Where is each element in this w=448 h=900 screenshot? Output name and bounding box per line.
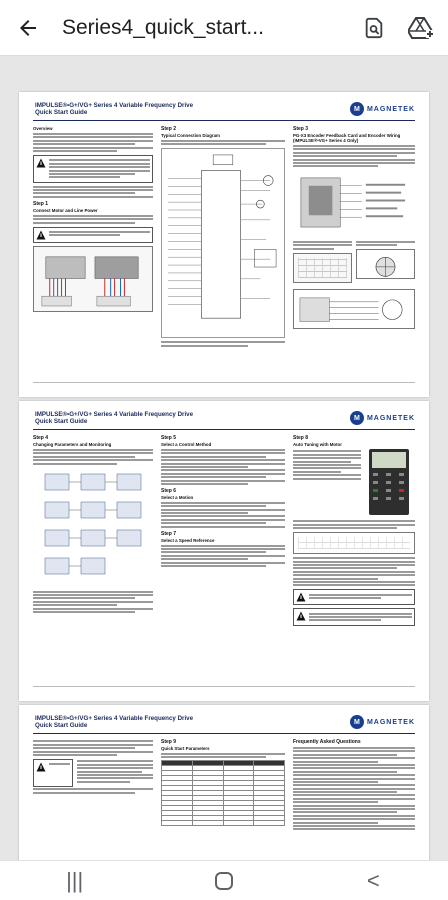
keypad-lcd: [372, 452, 406, 468]
step-title: Quick Start Parameters: [161, 746, 210, 751]
column-1: [33, 739, 153, 795]
step-title: Select a Motion: [161, 494, 194, 500]
warning-icon: [36, 762, 46, 772]
warning-box: [33, 226, 153, 243]
warning-icon: [296, 611, 306, 621]
pdf-page-1[interactable]: IMPULSE®•G+/VG+ Series 4 Variable Freque…: [19, 92, 429, 397]
step-label: Step 7: [161, 530, 177, 537]
typical-connection-diagram: [167, 155, 277, 319]
system-back-button[interactable]: <: [343, 861, 403, 900]
column-1: Step 4 Changing Parameters and Monitorin…: [33, 435, 153, 614]
header-rule: [33, 429, 415, 430]
encoder-connection-icon: [375, 257, 396, 277]
warning-icon: [36, 158, 46, 168]
step-label: Step 5: [161, 435, 177, 441]
keypad-menu-figure: [33, 467, 153, 588]
step-title: Select a Control Method: [161, 442, 212, 447]
section-heading: Overview: [33, 126, 53, 131]
home-button[interactable]: [194, 861, 254, 900]
warning-box: [33, 154, 153, 183]
magnetek-logo-icon: M: [349, 102, 364, 116]
step-label: Step 4: [33, 435, 49, 441]
step-title: Typical Connection Diagram: [161, 133, 220, 138]
step-label: Step 1: [33, 200, 49, 207]
add-to-drive-icon: [408, 16, 434, 39]
recents-icon: |||: [66, 867, 84, 893]
footer-rule: [33, 382, 415, 383]
step-label: Step 3: [293, 126, 309, 132]
document-title: Series4_quick_start...: [62, 15, 264, 39]
column-1: Overview Step 1 Connect Motor and Line P…: [33, 126, 153, 315]
step-label: Step 2: [161, 126, 177, 132]
column-3: Frequently Asked Questions: [293, 739, 415, 832]
step-label: Step 8: [293, 435, 309, 441]
footer-rule: [33, 686, 415, 687]
magnetek-logo-icon: M: [349, 411, 364, 425]
encoder-card-diagram: [300, 177, 406, 228]
step-label: Step 9: [161, 739, 177, 745]
step-title: Connect Motor and Line Power: [33, 207, 98, 213]
warning-box: [293, 589, 415, 606]
faq-heading: Frequently Asked Questions: [293, 739, 361, 745]
step-title: Auto Tuning with Motor: [293, 442, 342, 447]
warning-box: [293, 608, 415, 626]
back-button[interactable]: [0, 0, 56, 56]
step-title: PG-X3 Encoder Feedback Card and Encoder …: [293, 133, 401, 143]
warning-icon: [36, 230, 46, 240]
step-title: Changing Parameters and Monitoring: [33, 442, 112, 447]
home-icon: [214, 871, 233, 890]
back-chevron-icon: <: [366, 867, 380, 893]
top-app-bar: Series4_quick_start...: [0, 0, 448, 56]
search-in-document-button[interactable]: [354, 0, 394, 56]
encoder-card-figure: [293, 170, 415, 237]
arrow-left-icon: [20, 19, 36, 36]
page-header-title: IMPULSE®•G+/VG+ Series 4 Variable Freque…: [35, 411, 194, 425]
page-header-title: IMPULSE®•G+/VG+ Series 4 Variable Freque…: [35, 715, 194, 729]
magnetek-logo-icon: M: [349, 715, 364, 729]
pdf-page-viewer[interactable]: IMPULSE®•G+/VG+ Series 4 Variable Freque…: [0, 57, 448, 860]
column-2: Step 2 Typical Connection Diagram: [161, 126, 285, 348]
pg-encoder-wiring-figure: [293, 288, 415, 329]
page-header-title: IMPULSE®•G+/VG+ Series 4 Variable Freque…: [35, 102, 194, 116]
system-navigation-bar: ||| <: [0, 860, 448, 900]
step-title: Select a Speed Reference: [161, 537, 215, 543]
add-to-drive-button[interactable]: [394, 0, 448, 56]
pdf-page-2[interactable]: IMPULSE®•G+/VG+ Series 4 Variable Freque…: [19, 401, 429, 701]
step-label: Step 6: [161, 487, 177, 494]
menu-navigation-diagram: [44, 473, 142, 574]
recents-button[interactable]: |||: [45, 861, 105, 900]
digital-operator-keypad: [369, 449, 409, 515]
connection-diagram: [161, 148, 285, 339]
header-rule: [33, 120, 415, 121]
pdf-page-3[interactable]: IMPULSE®•G+/VG+ Series 4 Variable Freque…: [19, 705, 429, 860]
column-2: Step 9 Quick Start Parameters: [161, 739, 285, 826]
column-3: Step 8 Auto Tuning with Motor: [293, 435, 415, 629]
search-document-icon: [365, 17, 383, 38]
quick-start-parameter-table: [161, 759, 285, 826]
wiring-figure: [33, 245, 153, 312]
column-3: Step 3 PG-X3 Encoder Feedback Card and E…: [293, 126, 415, 332]
motor-wiring-diagram: [41, 256, 139, 306]
header-rule: [33, 733, 415, 734]
warning-box: [33, 758, 73, 787]
column-2: Step 5 Select a Control Method Step 6 Se…: [161, 435, 285, 568]
warning-icon: [296, 592, 306, 602]
